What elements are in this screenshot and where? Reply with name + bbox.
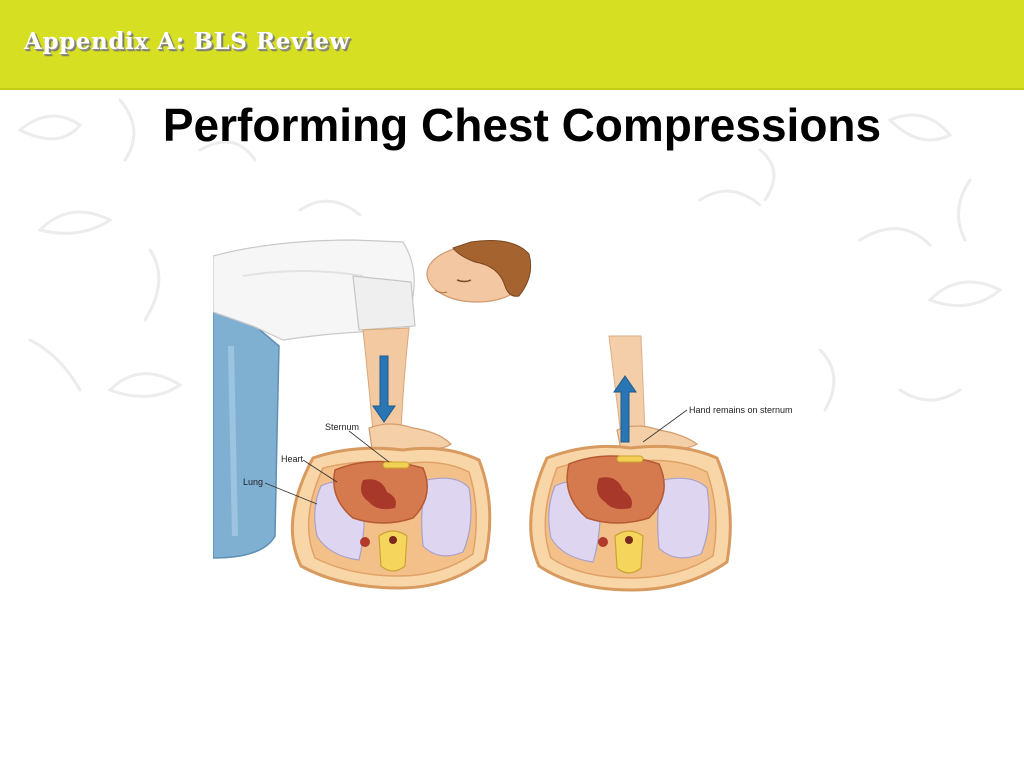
jeans-highlight (228, 345, 238, 537)
header-bar: Appendix A: BLS Review (0, 0, 1024, 90)
leader-sternum (348, 430, 390, 463)
rescuer-sleeve (352, 275, 416, 331)
chest-cross-section-released (529, 444, 732, 592)
rescuer-hair (452, 240, 532, 297)
compression-arrow-down-icon (372, 355, 396, 423)
shirt-fold (242, 270, 364, 277)
label-sternum: Sternum (325, 422, 359, 432)
label-hand-remains: Hand remains on sternum (689, 405, 793, 415)
header-title: Appendix A: BLS Review (24, 28, 350, 55)
label-heart: Heart (281, 454, 304, 464)
cpr-illustration-svg: Sternum Heart Lung Hand remains on stern… (213, 236, 813, 608)
slide-title: Performing Chest Compressions (162, 99, 882, 151)
rescuer-mouth (434, 289, 448, 294)
leader-lung (264, 482, 318, 505)
rescuer-legs (213, 305, 280, 559)
cpr-illustration: Sternum Heart Lung Hand remains on stern… (213, 236, 813, 608)
label-lung: Lung (243, 477, 263, 487)
rescuer-eye (456, 279, 472, 283)
release-arrow-up-icon (613, 375, 637, 443)
leader-hand-remains (642, 409, 688, 443)
chest-cross-section-compressed (290, 446, 492, 590)
background-leaf-pattern (17, 98, 1003, 412)
leader-heart (302, 459, 338, 483)
